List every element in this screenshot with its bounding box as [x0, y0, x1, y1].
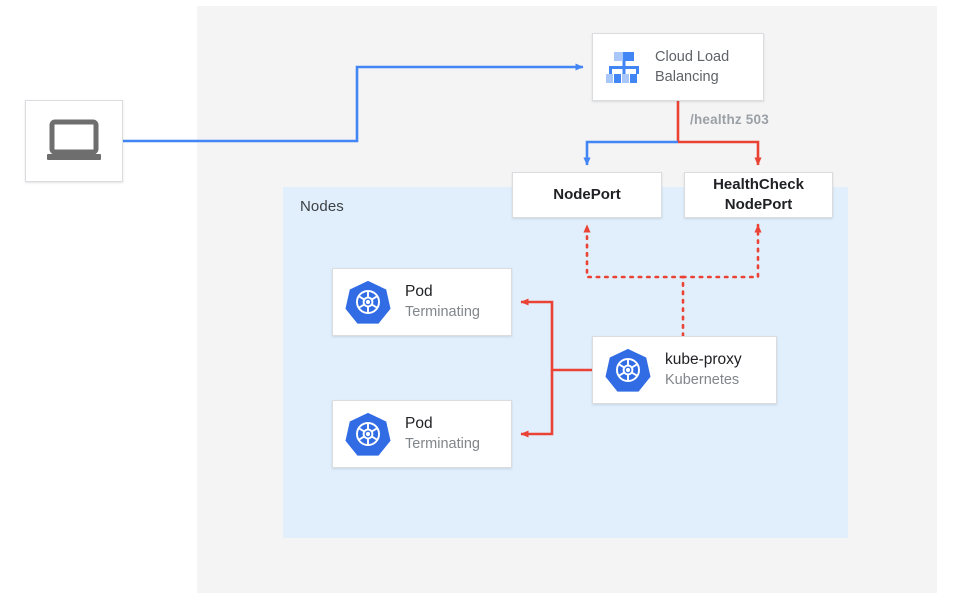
healthz-status-label: /healthz 503 [690, 112, 769, 127]
nodeport-label: NodePort [553, 186, 621, 203]
clb-label-line1: Cloud Load [655, 49, 730, 65]
laptop-icon [45, 119, 103, 163]
kubernetes-icon [345, 279, 391, 325]
pod-title: Pod [405, 415, 433, 432]
clb-label-line2: Balancing [655, 69, 719, 85]
nodeport-box: NodePort [512, 172, 662, 218]
cloud-load-balancing-icon [603, 47, 645, 87]
client-card [25, 100, 123, 182]
kube-proxy-card: kube-proxy Kubernetes [592, 336, 777, 404]
healthcheck-nodeport-box: HealthCheck NodePort [684, 172, 833, 218]
pod-card: Pod Terminating [332, 268, 512, 336]
healthcheck-nodeport-label: HealthCheck NodePort [713, 175, 804, 215]
pod-status: Terminating [405, 304, 480, 320]
cloud-load-balancing-label: Cloud Load Balancing [655, 47, 729, 87]
pod-card: Pod Terminating [332, 400, 512, 468]
kube-proxy-title: kube-proxy [665, 351, 742, 368]
healthcheck-label-line1: HealthCheck [713, 176, 804, 193]
kubernetes-icon [605, 347, 651, 393]
kubernetes-icon [345, 411, 391, 457]
cloud-load-balancing-card: Cloud Load Balancing [592, 33, 764, 101]
pod-title: Pod [405, 283, 433, 300]
healthcheck-label-line2: NodePort [724, 196, 793, 213]
kube-proxy-subtitle: Kubernetes [665, 372, 740, 388]
pod-text: Pod Terminating [405, 414, 480, 454]
kube-proxy-text: kube-proxy Kubernetes [665, 350, 742, 390]
nodes-region-label: Nodes [300, 198, 344, 215]
pod-text: Pod Terminating [405, 282, 480, 322]
pod-status: Terminating [405, 436, 480, 452]
